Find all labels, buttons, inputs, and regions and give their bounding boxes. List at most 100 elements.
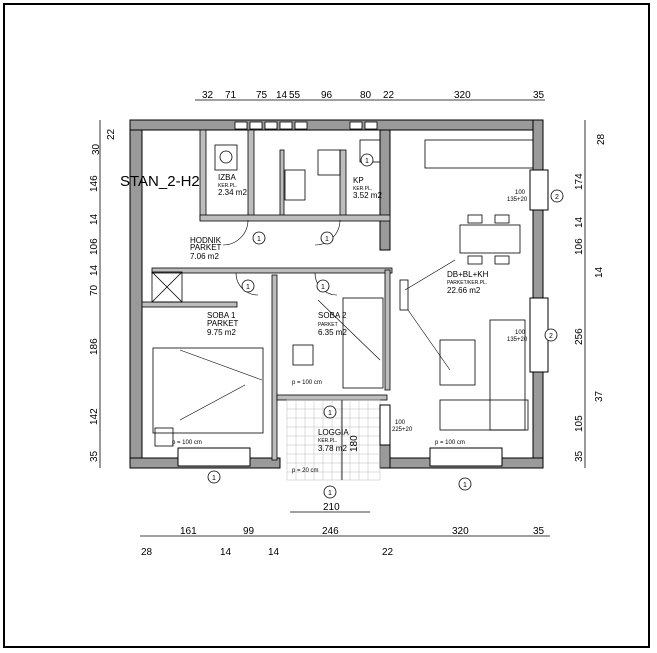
svg-text:p = 100 cm: p = 100 cm [292,380,322,386]
section-markers [207,153,564,499]
svg-text:105: 105 [574,415,585,432]
svg-text:37: 37 [594,390,605,402]
room-hodnik: HODNIK PARKET 7.06 m2 [190,236,222,261]
svg-text:135+20: 135+20 [507,197,528,203]
dim-top-8: 320 [454,90,471,101]
svg-text:PARKET: PARKET [190,243,222,252]
dim-top-9: 35 [533,90,545,101]
svg-text:SOBA 1: SOBA 1 [207,311,236,320]
annotations: p = 100 cm p = 100 cm p = 100 cm p = 20 … [172,190,528,474]
svg-text:142: 142 [89,408,100,425]
svg-text:1: 1 [365,158,369,165]
svg-text:p = 100 cm: p = 100 cm [172,440,202,446]
svg-text:28: 28 [596,133,607,145]
drawing-frame [3,3,650,648]
dim-bottom-1: 99 [243,526,255,537]
svg-text:1: 1 [321,284,325,291]
dim-bottom-8: 22 [382,547,394,558]
room-soba-2: SOBA 2 PARKET 6.35 m2 [318,311,347,337]
dim-top-2: 75 [256,90,268,101]
top-wall-openings [234,121,378,130]
svg-text:p = 100 cm: p = 100 cm [435,440,465,446]
dim-top-3: 14 [276,90,288,101]
svg-text:KER.PL.: KER.PL. [318,438,337,444]
svg-text:KER.PL.: KER.PL. [353,186,372,192]
section-marker-labels: 1 1 1 1 1 1 1 1 2 2 1 [212,158,559,497]
room-izba: IZBA KER.PL. 2.34 m2 [218,173,247,197]
svg-text:14: 14 [594,266,605,278]
dim-top-6: 80 [360,90,372,101]
dim-bottom-6: 14 [220,547,232,558]
svg-text:1: 1 [212,475,216,482]
dim-bottom-2: 246 [322,526,339,537]
svg-text:22.66 m2: 22.66 m2 [447,286,481,295]
room-loggia: LOGGIA KER.PL. 3.78 m2 [318,428,349,453]
svg-text:100: 100 [395,420,406,426]
svg-text:3.52 m2: 3.52 m2 [353,191,382,200]
left-dimensions: 22 30 146 14 106 14 70 186 142 35 [89,128,117,462]
dim-top-0: 32 [202,90,214,101]
svg-text:p = 20 cm: p = 20 cm [292,468,319,474]
furniture [151,139,534,447]
top-dimensions: 32 71 75 14 55 96 80 22 320 35 [202,90,545,101]
svg-text:DB+BL+KH: DB+BL+KH [447,270,489,279]
bottom-dimensions: 161 99 246 320 35 28 14 14 22 210 [141,502,545,558]
svg-text:14: 14 [89,264,100,276]
svg-text:1: 1 [328,410,332,417]
svg-text:SOBA 2: SOBA 2 [318,311,347,320]
svg-text:225+20: 225+20 [392,427,413,433]
svg-text:1: 1 [328,490,332,497]
svg-text:70: 70 [89,284,100,296]
svg-text:PARKET/KER.PL.: PARKET/KER.PL. [447,280,487,286]
svg-text:9.75 m2: 9.75 m2 [207,328,236,337]
svg-text:PARKET: PARKET [207,319,239,328]
dim-loggia-height: 180 [349,435,360,452]
inner-walls [141,129,393,461]
dim-top-7: 22 [383,90,395,101]
dim-loggia-width: 210 [323,502,340,513]
svg-text:106: 106 [574,238,585,255]
dim-top-4: 55 [289,90,301,101]
svg-text:174: 174 [574,173,585,190]
svg-text:35: 35 [89,450,100,462]
svg-text:14: 14 [89,213,100,225]
room-soba-1: SOBA 1 PARKET 9.75 m2 [207,311,239,337]
plan-title: STAN_2-H2 [120,173,200,190]
dim-bottom-5: 28 [141,547,153,558]
svg-text:35: 35 [574,450,585,462]
svg-text:135+20: 135+20 [507,337,528,343]
svg-text:2: 2 [549,333,553,340]
svg-text:3.78 m2: 3.78 m2 [318,444,347,453]
svg-text:14: 14 [574,216,585,228]
dim-bottom-3: 320 [452,526,469,537]
svg-text:2: 2 [555,194,559,201]
svg-text:LOGGIA: LOGGIA [318,428,349,437]
svg-text:PARKET: PARKET [318,322,338,328]
right-dimensions: 28 174 14 106 14 256 37 105 35 [574,133,607,462]
svg-text:100: 100 [515,330,526,336]
room-kp: KP KER.PL. 3.52 m2 [353,176,382,200]
dim-top-1: 71 [225,90,237,101]
svg-text:100: 100 [515,190,526,196]
svg-text:106: 106 [89,238,100,255]
room-db-bl-kh: DB+BL+KH PARKET/KER.PL. 22.66 m2 [447,270,489,295]
windows [177,169,549,467]
dim-bottom-0: 161 [180,526,197,537]
dim-bottom-7: 14 [268,547,280,558]
svg-text:1: 1 [325,236,329,243]
svg-text:146: 146 [89,175,100,192]
svg-text:7.06 m2: 7.06 m2 [190,252,219,261]
svg-text:KER.PL.: KER.PL. [218,183,237,189]
dimension-lines [99,99,586,537]
svg-text:6.35 m2: 6.35 m2 [318,328,347,337]
svg-text:1: 1 [463,482,467,489]
svg-text:HODNIK: HODNIK [190,236,222,245]
dim-top-5: 96 [321,90,333,101]
svg-text:30: 30 [91,143,102,155]
svg-text:KP: KP [353,176,364,185]
svg-text:2.34 m2: 2.34 m2 [218,188,247,197]
svg-text:256: 256 [574,328,585,345]
svg-text:IZBA: IZBA [218,173,236,182]
svg-text:186: 186 [89,338,100,355]
